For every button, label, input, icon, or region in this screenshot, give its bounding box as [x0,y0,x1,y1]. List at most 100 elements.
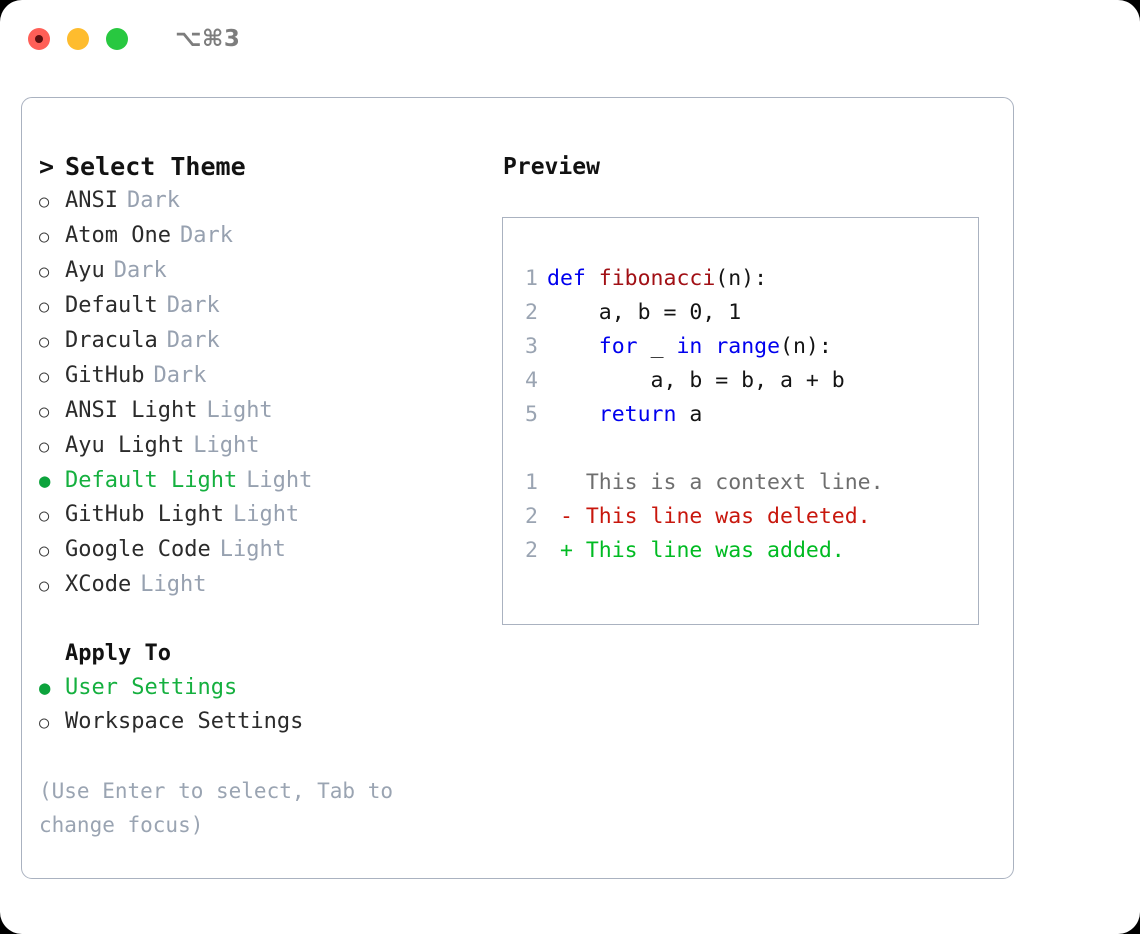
caret-icon: > [39,152,55,181]
apply-to-option-label: User Settings [65,675,238,700]
theme-variant-badge: Light [232,502,300,527]
code-token: in [676,334,703,359]
keyboard-shortcut-label: ⌥⌘3 [175,26,241,52]
radio-unselected-icon: ○ [39,541,50,561]
apply-to-list-item[interactable]: ●User Settings [39,671,502,705]
minimize-button[interactable] [67,28,89,50]
theme-variant-badge: Light [219,537,286,562]
theme-name-label: Default Light [65,468,238,493]
radio-unselected-icon: ○ [39,332,50,352]
theme-name-label: ANSI [65,188,118,213]
line-content: + This line was added. [547,534,845,568]
title-bar: ⌥⌘3 [0,0,1140,78]
code-token: (n): [780,334,832,359]
line-number: 2 [525,504,538,529]
radio-unselected-icon: ○ [39,437,50,457]
code-token: a, b = b, a + b [547,368,845,393]
theme-name-label: ANSI Light [65,398,198,423]
theme-name-label: Google Code [65,537,211,562]
close-button[interactable] [28,28,50,50]
theme-list-item[interactable]: ○ ANSI Dark [39,184,502,219]
apply-to-option-label: Workspace Settings [65,709,304,734]
code-token: fibonacci [598,266,716,291]
line-content: return a [547,398,703,432]
diff-sample: 1 This is a context line.2 - This line w… [503,466,978,568]
theme-variant-badge: Dark [166,328,220,353]
apply-to-list: ●User Settings○Workspace Settings [39,671,502,740]
theme-name-label: GitHub Light [65,502,224,527]
radio-unselected-icon: ○ [39,506,50,526]
code-token [547,334,599,359]
maximize-button[interactable] [106,28,128,50]
line-number: 2 [525,538,538,563]
theme-list-item[interactable]: ○ Dracula Dark [39,324,502,359]
code-token: range [715,334,781,359]
diff-line: 2 - This line was deleted. [503,500,978,534]
radio-unselected-icon: ○ [39,576,50,596]
theme-variant-badge: Dark [126,188,180,213]
code-token [702,334,715,359]
apply-to-indent [39,637,65,671]
preview-title: Preview [503,154,600,180]
radio-unselected-icon: ○ [39,227,50,247]
line-content: def fibonacci(n): [547,262,767,296]
theme-list-item[interactable]: ○ ANSI Light Light [39,394,502,429]
page-title: > Select Theme [39,150,502,184]
radio-unselected-icon: ○ [39,192,50,212]
theme-variant-badge: Light [206,398,273,423]
code-token: (n): [715,266,768,291]
theme-name-label: Default [65,293,158,318]
theme-name-label: Ayu Light [65,433,185,458]
diff-line: 1 This is a context line. [503,466,978,500]
theme-list-item[interactable]: ○ Atom One Dark [39,219,502,254]
line-number: 3 [525,334,538,359]
code-token: for [598,334,638,359]
theme-variant-badge: Dark [179,223,233,248]
theme-name-label: GitHub [65,363,145,388]
radio-selected-icon: ● [39,470,51,492]
code-token: a, b = 0, 1 [547,300,742,325]
theme-list-item[interactable]: ○ Google Code Light [39,533,502,568]
code-line: 3 for _ in range(n): [503,330,978,364]
code-token: - This line was deleted. [547,504,871,529]
code-gap [503,432,978,466]
radio-unselected-icon: ○ [39,297,50,317]
line-number: 1 [525,470,538,495]
line-content: for _ in range(n): [547,330,832,364]
code-token: return [598,402,677,427]
radio-unselected-icon: ○ [39,402,50,422]
theme-name-label: Atom One [65,223,171,248]
theme-list-item[interactable]: ○ GitHub Light Light [39,498,502,533]
code-token: def [547,266,599,291]
theme-name-label: Dracula [65,328,158,353]
code-token: _ [637,334,677,359]
code-line: 2 a, b = 0, 1 [503,296,978,330]
record-dot-icon [35,35,43,43]
line-number: 5 [525,402,538,427]
page-title-label: Select Theme [65,152,246,181]
theme-name-label: XCode [65,572,132,597]
line-content: a, b = b, a + b [547,364,845,398]
apply-to-list-item[interactable]: ○Workspace Settings [39,705,502,740]
theme-list-item[interactable]: ○ Ayu Light Light [39,429,502,464]
window-controls [28,28,128,50]
line-number: 4 [525,368,538,393]
radio-unselected-icon: ○ [39,262,50,282]
line-number: 1 [525,266,538,291]
line-number: 2 [525,300,538,325]
radio-unselected-icon: ○ [39,367,50,387]
code-token: + This line was added. [547,538,845,563]
line-content: - This line was deleted. [547,500,871,534]
theme-variant-badge: Light [193,433,260,458]
diff-line: 2 + This line was added. [503,534,978,568]
